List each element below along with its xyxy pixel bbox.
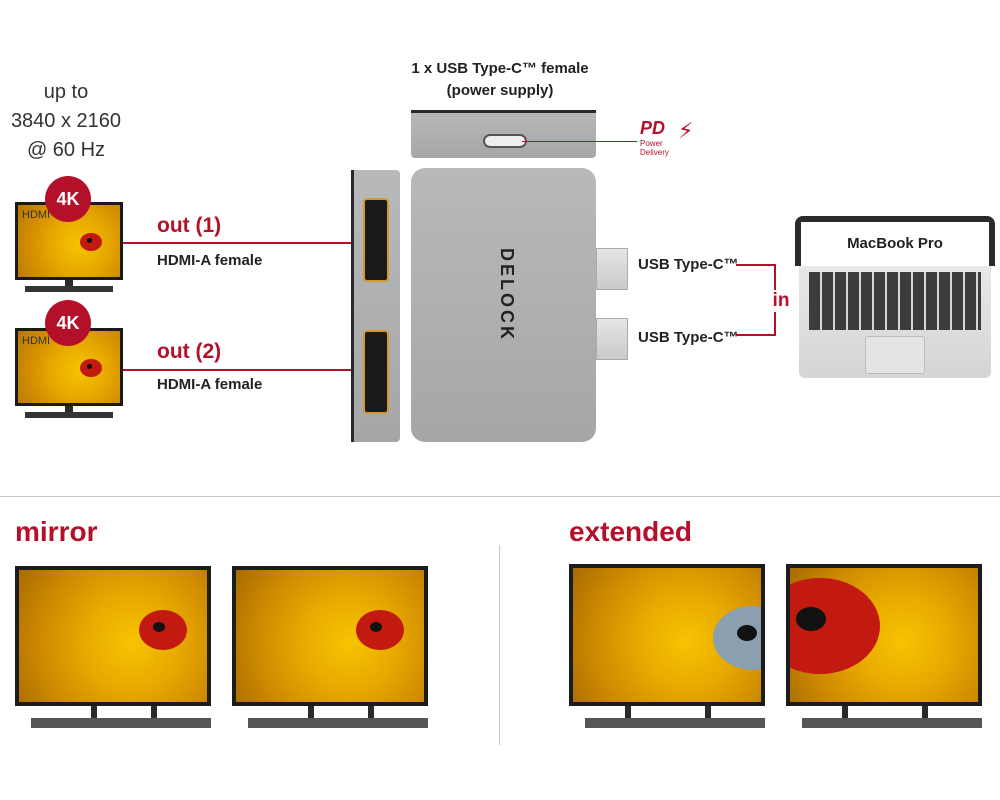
output-1-line — [123, 242, 351, 244]
usb-c-power-port — [483, 134, 527, 148]
monitor-stand — [308, 706, 314, 718]
monitor-base — [585, 718, 765, 728]
hdmi-port-2 — [363, 330, 389, 414]
extended-title: extended — [569, 516, 692, 547]
power-module — [411, 110, 596, 158]
monitor-screen — [15, 566, 211, 706]
input-in-label: in — [772, 290, 790, 311]
mirror-monitor-1 — [15, 566, 211, 730]
hdmi-tag: HDMI — [22, 209, 51, 221]
input-in-wrap: in — [768, 290, 794, 312]
ladybug-image — [80, 359, 102, 377]
resolution-line-2: 3840 x 2160 — [10, 110, 122, 132]
delock-logo: DELOCK — [497, 248, 517, 342]
laptop-keyboard — [809, 272, 981, 330]
monitor-base — [31, 718, 211, 728]
power-title-line-2: (power supply) — [446, 82, 554, 99]
input-2-label: USB Type-C™ — [638, 329, 739, 346]
mirror-title: mirror — [15, 516, 98, 547]
adapter-body: DELOCK — [411, 168, 596, 442]
usb-c-plug-1 — [596, 248, 628, 290]
resolution-text: up to 3840 x 2160 @ 60 Hz — [0, 78, 132, 165]
extended-monitor-1 — [569, 564, 765, 730]
output-1-connector: HDMI-A female — [157, 252, 263, 269]
output-2-line — [123, 369, 351, 371]
pd-logo: PD Power Delivery ⚡ — [640, 118, 700, 162]
power-title-line-1: 1 x USB Type-C™ female — [411, 60, 589, 77]
monitor-base — [25, 286, 113, 292]
lightning-icon: ⚡ — [678, 118, 694, 143]
4k-badge: 4K — [45, 300, 91, 346]
monitor-screen — [232, 566, 428, 706]
monitor-stand — [91, 706, 97, 718]
section-divider — [0, 496, 1000, 497]
input-1-label: USB Type-C™ — [638, 256, 739, 273]
power-module-edge — [411, 110, 596, 113]
mirror-monitor-2 — [232, 566, 428, 730]
laptop-trackpad — [865, 336, 925, 374]
hdmi-port-1 — [363, 198, 389, 282]
ladybug-image — [80, 233, 102, 251]
monitor-stand — [625, 706, 631, 718]
ladybug-image — [356, 610, 404, 650]
monitor-base — [802, 718, 982, 728]
resolution-line-3: @ 60 Hz — [26, 139, 106, 161]
monitor-screen — [569, 564, 765, 706]
pd-sub-1: Power — [640, 139, 663, 148]
monitor-stand — [842, 706, 848, 718]
ladybug-image — [713, 606, 761, 670]
laptop-lid: MacBook Pro — [795, 216, 995, 266]
hdmi-panel — [351, 170, 400, 442]
monitor-base — [25, 412, 113, 418]
output-2-connector: HDMI-A female — [157, 376, 263, 393]
monitor-stand — [368, 706, 374, 718]
hdmi-panel-edge — [351, 170, 354, 442]
output-2-label: out (2) — [157, 340, 222, 363]
pd-logo-text: PD — [640, 118, 666, 138]
ladybug-image — [790, 578, 880, 674]
hdmi-tag: HDMI — [22, 335, 51, 347]
monitor-stand — [705, 706, 711, 718]
power-title: 1 x USB Type-C™ female (power supply) — [400, 58, 600, 102]
monitor-stand — [151, 706, 157, 718]
monitor-stand — [65, 406, 73, 412]
monitor-base — [248, 718, 428, 728]
laptop-base — [799, 266, 991, 378]
monitor-screen — [786, 564, 982, 706]
pd-line — [522, 141, 637, 142]
monitor-stand — [922, 706, 928, 718]
output-1-label: out (1) — [157, 214, 222, 237]
extended-monitor-2 — [786, 564, 982, 730]
4k-badge: 4K — [45, 176, 91, 222]
laptop-screen-label: MacBook Pro — [801, 222, 989, 266]
macbook-illustration: MacBook Pro — [795, 216, 995, 384]
vertical-divider — [499, 545, 500, 745]
ladybug-image — [139, 610, 187, 650]
monitor-stand — [65, 280, 73, 286]
resolution-line-1: up to — [43, 81, 89, 103]
pd-sub-2: Delivery — [640, 148, 669, 157]
usb-c-plug-2 — [596, 318, 628, 360]
